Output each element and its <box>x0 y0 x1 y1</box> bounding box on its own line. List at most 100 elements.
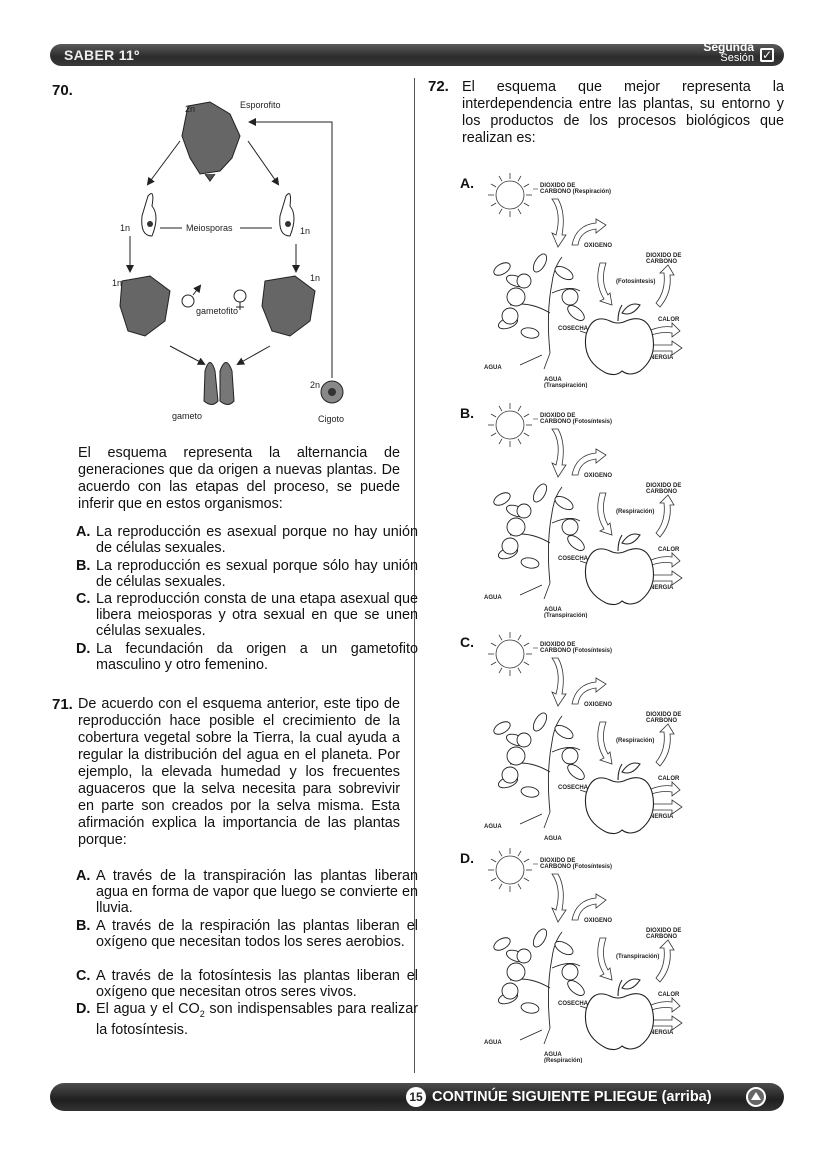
agua-label: AGUA <box>484 824 502 830</box>
up-arrow-icon[interactable] <box>746 1087 766 1107</box>
process-label: (Fotosíntesis) <box>616 279 655 285</box>
sun-icon <box>488 403 532 447</box>
q70-option-d[interactable]: D. La fecundación da origen a un gametof… <box>76 641 418 673</box>
session-bottom: Sesión <box>720 52 754 64</box>
q70-option-c[interactable]: C. La reproducción consta de una etapa a… <box>76 591 418 639</box>
process-arrow <box>597 721 613 765</box>
process-label: (Respiración) <box>616 738 654 744</box>
q70-stem: El esquema representa la alternancia de … <box>78 445 400 512</box>
meiospore-right <box>279 193 295 237</box>
co2-right-line1: DIOXIDO DE <box>646 712 681 718</box>
option-letter: A. <box>76 868 91 884</box>
calor-label: CALOR <box>658 547 680 553</box>
label-1n-c: 1n <box>112 278 122 288</box>
label-gameto: gameto <box>172 411 202 421</box>
process-arrow <box>597 262 613 306</box>
co2-arrow-down <box>551 873 567 923</box>
energia-label: ENERGIA <box>646 1030 674 1036</box>
agua-bottom-sublabel: (Transpiración) <box>544 613 587 618</box>
co2-left-line2: CARBONO (Fotosíntesis) <box>540 648 612 654</box>
q71-option-a[interactable]: A. A través de la transpiración las plan… <box>76 868 418 916</box>
option-text: La reproducción es sexual porque sólo ha… <box>96 558 418 590</box>
agua-label: AGUA <box>484 595 502 601</box>
gametophyte-left <box>119 275 171 337</box>
q71-number: 71. <box>52 696 73 713</box>
scheme-letter[interactable]: B. <box>460 405 474 421</box>
scheme-letter[interactable]: D. <box>460 850 474 866</box>
q71-option-c[interactable]: C. A través de la fotosíntesis las plant… <box>76 968 418 1000</box>
oxygen-label: OXIGENO <box>584 702 612 708</box>
energia-label: ENERGIA <box>646 355 674 361</box>
gametophyte-right <box>261 275 316 337</box>
q72-number: 72. <box>428 78 449 95</box>
apple-icon <box>584 762 655 835</box>
calor-label: CALOR <box>658 992 680 998</box>
plant-icon <box>493 928 585 1029</box>
label-1n-d: 1n <box>310 273 320 283</box>
q72-stem: El esquema que mejor representa la inter… <box>462 79 784 146</box>
q70-option-b[interactable]: B. La reproducción es sexual porque sólo… <box>76 558 418 590</box>
plant-icon <box>493 712 585 813</box>
co2-right-line2: CARBONO <box>646 489 677 495</box>
energia-label: ENERGIA <box>646 585 674 591</box>
cosecha-label: COSECHA <box>558 556 589 562</box>
co2-left-line1: DIOXIDO DE <box>540 858 575 864</box>
scheme-letter[interactable]: A. <box>460 175 474 191</box>
agua-label: AGUA <box>484 365 502 371</box>
agua-label: AGUA <box>484 1040 502 1046</box>
heat-arrow <box>643 322 681 338</box>
label-1n-a: 1n <box>120 223 130 233</box>
male-icon <box>181 294 195 308</box>
oxygen-label: OXIGENO <box>584 473 612 479</box>
label-1n-b: 1n <box>300 226 310 236</box>
co2-left-line2: CARBONO (Fotosíntesis) <box>540 864 612 870</box>
option-letter: B. <box>76 918 91 934</box>
option-text: La reproducción es asexual porque no hay… <box>96 524 418 556</box>
heat-arrow <box>643 552 681 568</box>
option-text: El agua y el CO2 son indispensables para… <box>96 1001 418 1038</box>
oxygen-arrow <box>571 677 607 705</box>
oxygen-arrow <box>571 218 607 246</box>
oxygen-arrow <box>571 893 607 921</box>
session-label: Segunda Sesión <box>703 41 754 64</box>
option-text: A través de la respiración las plantas l… <box>96 918 418 950</box>
co2-right-line1: DIOXIDO DE <box>646 253 681 259</box>
gamete-shape <box>203 362 235 405</box>
label-2n-top: 2n <box>185 104 195 114</box>
label-gametofito: gametofito <box>196 306 238 316</box>
co2-left-line1: DIOXIDO DE <box>540 183 575 189</box>
option-letter: C. <box>76 591 91 607</box>
co2-right-line2: CARBONO <box>646 934 677 940</box>
cosecha-label: COSECHA <box>558 1001 589 1007</box>
process-arrow <box>597 937 613 981</box>
agua-bottom-label: AGUA <box>544 836 562 842</box>
q71-option-b[interactable]: B. A través de la respiración las planta… <box>76 918 418 950</box>
oxygen-label: OXIGENO <box>584 243 612 249</box>
option-letter: B. <box>76 558 91 574</box>
cosecha-label: COSECHA <box>558 785 589 791</box>
column-divider <box>414 78 415 1073</box>
label-meiosporas: Meiosporas <box>186 223 233 233</box>
co2-arrow-down <box>551 198 567 248</box>
co2-left-line2: CARBONO (Fotosíntesis) <box>540 419 612 425</box>
agua-bottom-label: AGUA <box>544 607 562 613</box>
scheme-option-c[interactable]: DIOXIDO DE CARBONO (Fotosíntesis) OXIGEN… <box>480 632 690 852</box>
sun-icon <box>488 632 532 676</box>
option-text: A través de la fotosíntesis las plantas … <box>96 968 418 1000</box>
q71-option-d[interactable]: D. El agua y el CO2 son indispensables p… <box>76 1001 418 1038</box>
option-text: La reproducción consta de una etapa asex… <box>96 591 418 639</box>
process-label: (Respiración) <box>616 509 654 515</box>
sporophyte-shape <box>181 101 241 175</box>
co2-left-line1: DIOXIDO DE <box>540 642 575 648</box>
scheme-option-a[interactable]: DIOXIDO DE CARBONO (Respiración) OXIGENO… <box>480 173 690 393</box>
agua-bottom-label: AGUA <box>544 1052 562 1058</box>
co2-left-line1: DIOXIDO DE <box>540 413 575 419</box>
scheme-option-d[interactable]: DIOXIDO DE CARBONO (Fotosíntesis) OXIGEN… <box>480 848 690 1068</box>
q70-option-a[interactable]: A. La reproducción es asexual porque no … <box>76 524 418 556</box>
scheme-option-b[interactable]: DIOXIDO DE CARBONO (Fotosíntesis) OXIGEN… <box>480 403 690 623</box>
co2-right-line2: CARBONO <box>646 259 677 265</box>
plant-icon <box>493 253 585 354</box>
scheme-letter[interactable]: C. <box>460 634 474 650</box>
q71-stem: De acuerdo con el esquema anterior, este… <box>78 696 400 848</box>
option-letter: D. <box>76 1001 91 1017</box>
